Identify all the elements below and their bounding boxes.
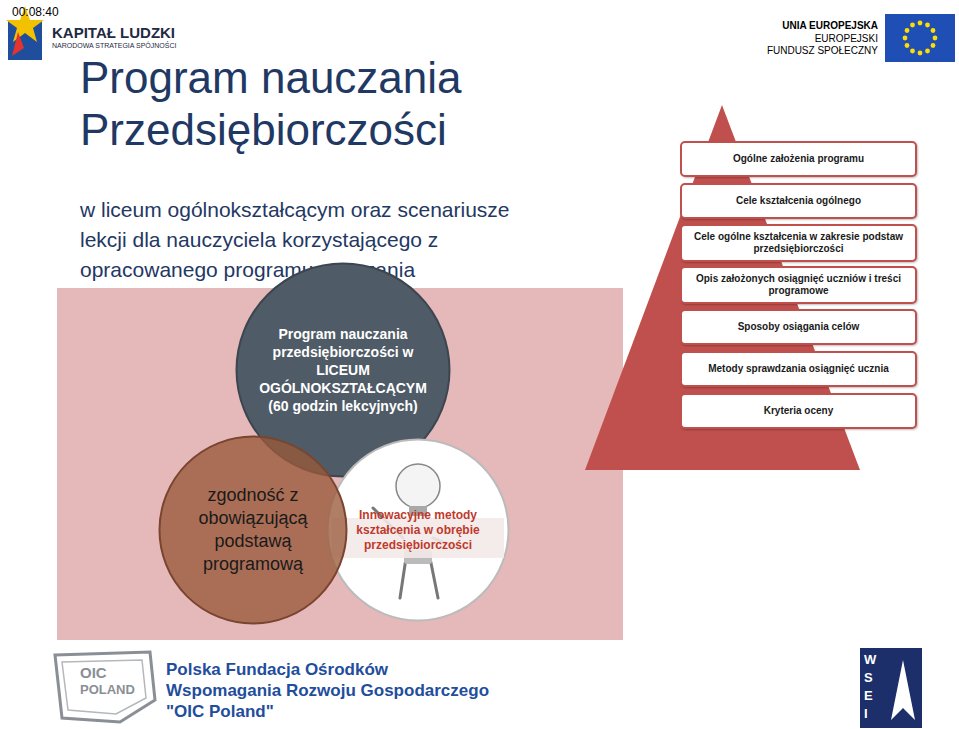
eu-star [925,49,930,54]
logo-letter: I [864,706,882,722]
wsei-logo [860,648,922,728]
box-text: Opis założonych osiągnięć uczniów i treś… [690,273,907,297]
logo-text: OIC [80,664,140,682]
program-step-box: Metody sprawdzania osiągnięć ucznia [680,351,917,387]
logo-text: KAPITAŁ LUDZKI [52,24,202,42]
foundation-name: Wspomagania Rozwoju Gospodarczego [166,681,496,701]
lightbulb-figure [332,464,504,598]
box-text: Kryteria oceny [764,405,833,417]
program-step-box: Sposoby osiągania celów [680,309,917,345]
eu-flag [885,14,955,62]
circle-fill [160,437,347,624]
eu-text: EUROPEJSKI [760,33,878,45]
foundation-name: "OIC Poland" [166,702,496,722]
eu-star [931,28,936,33]
eu-star [925,23,930,28]
box-text: Cele ogólne kształcenia w zakresie podst… [690,231,907,255]
logo-letter: W [864,652,882,668]
program-step-box: Kryteria oceny [680,393,917,429]
circle-fill [328,440,509,621]
logo-subtext: NARODOWA STRATEGIA SPÓJNOŚCI [52,42,202,50]
box-text: Cele kształcenia ogólnego [736,195,861,207]
program-step-box: Cele ogólne kształcenia w zakresie podst… [680,224,917,262]
slide-title: Program nauczania Przedsiębiorczości [80,52,520,156]
eu-star [910,23,915,28]
circle-text: Program nauczania przedsiębiorczości w L… [258,325,428,415]
box-text: Metody sprawdzania osiągnięć ucznia [708,363,889,375]
box-text: Sposoby osiągania celów [738,321,860,333]
eu-star [918,21,923,26]
box-text: Ogólne założenia programu [733,153,864,165]
foundation-name: Polska Fundacja Ośrodków [166,660,496,680]
program-step-box: Cele kształcenia ogólnego [680,183,917,219]
circle-outline [158,435,348,625]
circle-text: Innowacyjne metody kształcenia w obrębie… [333,508,503,553]
eu-star [905,43,910,48]
eu-text: FUNDUSZ SPOŁECZNY [760,45,878,57]
logo-text: POLAND [80,682,160,698]
circle-text: zgodność z obowiązującą podstawą program… [183,484,323,576]
eu-star [905,28,910,33]
methods-circle: Innowacyjne metody kształcenia w obrębie… [326,438,510,622]
eu-star [931,43,936,48]
eu-star [933,36,938,41]
program-step-box: Ogólne założenia programu [680,141,917,177]
eu-star [903,36,908,41]
timestamp: 00:08:40 [12,5,92,19]
eu-star [910,49,915,54]
eu-text: UNIA EUROPEJSKA [760,20,878,32]
eu-star [918,51,923,56]
logo-letter: S [864,670,882,686]
program-step-box: Opis założonych osiągnięć uczniów i treś… [680,266,917,304]
logo-letter: E [864,688,882,704]
compliance-circle: zgodność z obowiązującą podstawą program… [158,435,348,625]
